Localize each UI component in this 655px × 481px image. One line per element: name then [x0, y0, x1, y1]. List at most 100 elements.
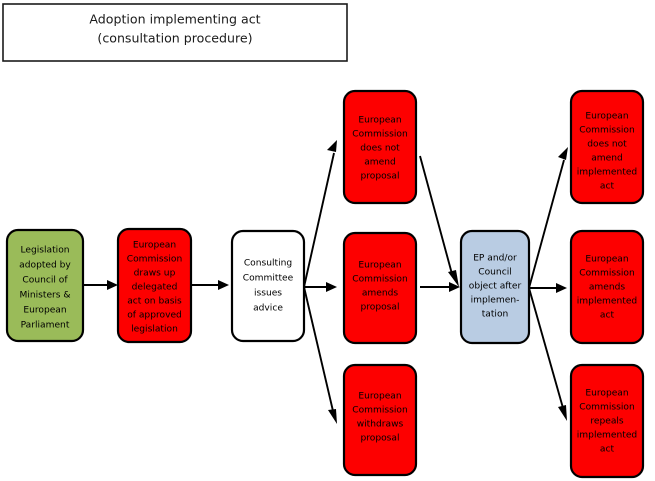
- node-text-line: act: [600, 311, 615, 321]
- edge-arrowhead: [327, 140, 337, 152]
- edge-arrowhead: [556, 283, 567, 293]
- edge-committee-to-does-not-amend: [303, 140, 337, 288]
- node-text-line: delegated: [132, 283, 178, 293]
- node-text-line: Commission: [352, 130, 408, 140]
- node-text-line: legislation: [131, 325, 178, 335]
- node-text-line: Ministers &: [19, 291, 70, 301]
- node-text-line: proposal: [360, 172, 399, 182]
- node-shape[interactable]: [5, 228, 85, 343]
- node-text-line: Commission: [127, 255, 183, 265]
- node-withdraws-proposal[interactable]: European Commission withdraws proposal: [342, 363, 418, 477]
- edge-committee-to-withdraws: [303, 286, 337, 424]
- title-line-2: (consultation procedure): [97, 31, 252, 46]
- node-text-line: amends: [362, 289, 399, 299]
- node-text-line: Parliament: [21, 321, 70, 331]
- node-amends-implemented-act[interactable]: European Commission amends implemented a…: [569, 229, 645, 345]
- node-text-line: Legislation: [20, 246, 69, 256]
- node-text-line: of approved: [127, 311, 182, 321]
- node-text-line: European: [358, 392, 401, 402]
- edge-does-not-amend-to-object: [419, 155, 459, 287]
- node-text-line: amend: [364, 158, 396, 168]
- node-text-line: Council of: [22, 276, 68, 286]
- node-text-line: implemented: [577, 297, 637, 307]
- edge-draws-up-to-committee: [191, 280, 229, 290]
- node-shape[interactable]: [569, 229, 645, 345]
- node-commission-draws-up[interactable]: European Commission draws up delegated a…: [116, 227, 193, 344]
- edge-object-to-repeals-act: [528, 287, 567, 421]
- edge-arrowhead: [558, 405, 567, 421]
- edge-legislation-to-draws-up: [83, 280, 118, 290]
- edge-line: [303, 286, 334, 412]
- node-shape[interactable]: [342, 363, 418, 477]
- node-text-line: act: [600, 182, 615, 192]
- node-text-line: implemented: [577, 168, 637, 178]
- edge-committee-to-amends: [304, 282, 337, 292]
- node-text-line: amends: [589, 283, 626, 293]
- edge-line: [528, 159, 565, 289]
- node-shape[interactable]: [342, 231, 418, 345]
- edge-arrowhead: [218, 280, 229, 290]
- edge-arrowhead: [558, 147, 568, 160]
- node-shape[interactable]: [459, 229, 531, 345]
- node-text-line: European: [585, 112, 628, 122]
- node-text-line: draws up: [134, 269, 176, 279]
- title-box-shape: [2, 3, 348, 62]
- node-text-line: European: [585, 255, 628, 265]
- title-line-1: Adoption implementing act: [89, 12, 260, 27]
- edge-arrowhead: [326, 282, 337, 292]
- node-text-line: act: [600, 445, 615, 455]
- edge-arrowhead: [328, 409, 337, 424]
- node-shape[interactable]: [569, 89, 645, 205]
- node-text-line: Council: [478, 268, 512, 278]
- node-repeals-implemented-act[interactable]: European Commission repeals implemented …: [569, 363, 645, 479]
- node-shape[interactable]: [342, 89, 418, 205]
- edge-object-to-amends-act: [529, 283, 567, 293]
- edge-arrowhead: [107, 280, 118, 290]
- edge-line: [303, 152, 335, 288]
- edge-line: [528, 287, 564, 409]
- node-does-not-amend-implemented-act[interactable]: European Commission does not amend imple…: [569, 89, 645, 205]
- node-text-line: issues: [254, 289, 282, 299]
- node-ep-council-object[interactable]: EP and/or Council object after implemen-…: [459, 229, 531, 345]
- node-text-line: Commission: [579, 269, 635, 279]
- node-consulting-committee[interactable]: Consulting Committee issues advice: [230, 229, 306, 343]
- edge-object-to-does-not-amend-act: [528, 147, 568, 289]
- node-text-line: advice: [253, 304, 283, 314]
- node-text-line: Commission: [579, 403, 635, 413]
- edge-line: [419, 155, 453, 275]
- node-shape[interactable]: [116, 227, 193, 344]
- node-text-line: implemen-: [471, 296, 520, 306]
- node-text-line: European: [358, 261, 401, 271]
- node-does-not-amend-proposal[interactable]: European Commission does not amend propo…: [342, 89, 418, 205]
- node-text-line: Committee: [243, 274, 294, 284]
- node-text-line: withdraws: [357, 420, 404, 430]
- edge-arrowhead: [448, 270, 459, 287]
- node-text-line: act on basis: [127, 297, 182, 307]
- node-text-line: implemented: [577, 431, 637, 441]
- node-amends-proposal[interactable]: European Commission amends proposal: [342, 231, 418, 345]
- node-text-line: adopted by: [19, 261, 71, 271]
- node-text-line: European: [585, 389, 628, 399]
- edge-amends-to-object: [420, 282, 460, 292]
- node-text-line: EP and/or: [473, 254, 517, 264]
- node-text-line: Commission: [579, 126, 635, 136]
- node-legislation-adopted[interactable]: Legislation adopted by Council of Minist…: [5, 228, 85, 343]
- node-text-line: object after: [469, 282, 522, 292]
- node-text-line: Commission: [352, 275, 408, 285]
- node-text-line: Commission: [352, 406, 408, 416]
- node-text-line: amend: [591, 154, 623, 164]
- node-text-line: tation: [482, 310, 509, 320]
- node-text-line: European: [23, 306, 66, 316]
- node-text-line: Consulting: [244, 259, 292, 269]
- node-text-line: repeals: [590, 417, 624, 427]
- node-text-line: European: [358, 116, 401, 126]
- node-text-line: proposal: [360, 303, 399, 313]
- node-text-line: does not: [360, 144, 400, 154]
- node-shape[interactable]: [569, 363, 645, 479]
- node-text-line: does not: [587, 140, 627, 150]
- edge-arrowhead: [449, 282, 460, 292]
- node-shape[interactable]: [230, 229, 306, 343]
- node-text-line: proposal: [360, 434, 399, 444]
- node-text-line: European: [133, 241, 176, 251]
